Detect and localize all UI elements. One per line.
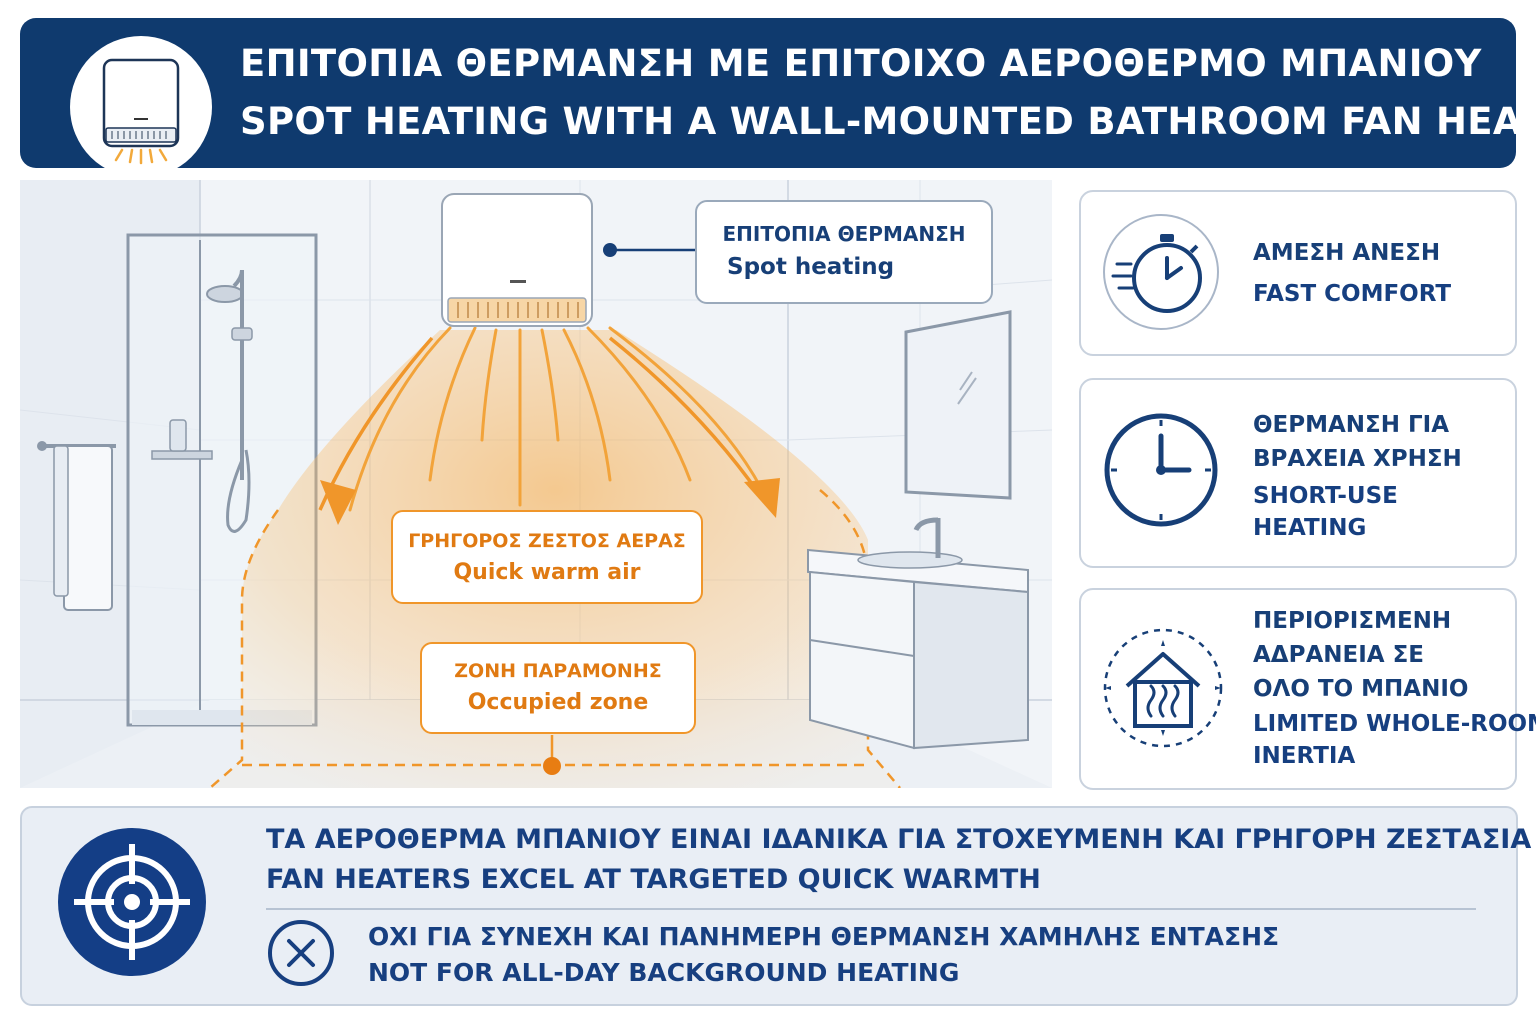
card-limited-inertia: ΠΕΡΙΟΡΙΣΜΕΝΗ ΑΔΡΑΝΕΙΑ ΣΕ ΟΛΟ ΤΟ ΜΠΑΝΙΟ L… (1079, 588, 1536, 790)
fan-heater-icon (70, 36, 212, 178)
card-inertia-english-2: INERTIA (1253, 743, 1356, 769)
summary-line2-greek: ΟΧΙ ΓΙΑ ΣΥΝΕΧΗ ΚΑΙ ΠΑΝΗΜΕΡΗ ΘΕΡΜΑΝΣΗ ΧΑΜ… (368, 922, 1280, 951)
card-inertia-greek-2: ΑΔΡΑΝΕΙΑ ΣΕ (1253, 642, 1425, 668)
summary-panel: ΤΑ ΑΕΡΟΘΕΡΜΑ ΜΠΑΝΙΟΥ ΕΙΝΑΙ ΙΔΑΝΙΚΑ ΓΙΑ Σ… (20, 806, 1531, 1006)
divider (266, 908, 1476, 910)
card-inertia-greek-3: ΟΛΟ ΤΟ ΜΠΑΝΙΟ (1253, 676, 1469, 702)
summary-line2-english: NOT FOR ALL-DAY BACKGROUND HEATING (368, 958, 960, 987)
spot-heating-callout: ΕΠΙΤΟΠΙΑ ΘΕΡΜΑΝΣΗ Spot heating (695, 200, 993, 304)
warm-air-label-english: Quick warm air (453, 560, 641, 585)
stopwatch-icon (1101, 212, 1221, 336)
clock-icon (1101, 410, 1221, 534)
bathroom-scene: ΕΠΙΤΟΠΙΑ ΘΕΡΜΑΝΣΗ Spot heating ΓΡΗΓΟΡΟΣ … (20, 180, 1052, 788)
card-short-use-greek-1: ΘΕΡΜΑΝΣΗ ΓΙΑ (1253, 412, 1450, 438)
occupied-zone-callout: ΖΟΝΗ ΠΑΡΑΜΟΝΗΣ Occupied zone (420, 642, 696, 734)
warm-air-label-greek: ΓΡΗΓΟΡΟΣ ΖΕΣΤΟΣ ΑΕΡΑΣ (408, 530, 686, 552)
card-short-use-english-1: SHORT-USE (1253, 483, 1398, 509)
card-fast-comfort: ΑΜΕΣΗ ΑΝΕΣΗ FAST COMFORT (1079, 190, 1517, 356)
target-icon (56, 826, 208, 982)
card-inertia-greek-1: ΠΕΡΙΟΡΙΣΜΕΝΗ (1253, 608, 1452, 634)
header-banner: ΕΠΙΤΟΠΙΑ ΘΕΡΜΑΝΣΗ ΜΕ ΕΠΙΤΟΙΧΟ ΑΕΡΟΘΕΡΜΟ … (20, 18, 1536, 178)
card-fast-comfort-greek: ΑΜΕΣΗ ΑΝΕΣΗ (1253, 240, 1441, 266)
card-inertia-english-1: LIMITED WHOLE-ROOM (1253, 711, 1536, 737)
page-title-english: SPOT HEATING WITH A WALL-MOUNTED BATHROO… (240, 100, 1536, 143)
warm-air-callout: ΓΡΗΓΟΡΟΣ ΖΕΣΤΟΣ ΑΕΡΑΣ Quick warm air (391, 510, 703, 604)
summary-line1-english: FAN HEATERS EXCEL AT TARGETED QUICK WARM… (266, 864, 1041, 895)
spot-heating-label-greek: ΕΠΙΤΟΠΙΑ ΘΕΡΜΑΝΣΗ (722, 222, 966, 246)
summary-line1-greek: ΤΑ ΑΕΡΟΘΕΡΜΑ ΜΠΑΝΙΟΥ ΕΙΝΑΙ ΙΔΑΝΙΚΑ ΓΙΑ Σ… (266, 824, 1532, 855)
occupied-zone-label-greek: ΖΟΝΗ ΠΑΡΑΜΟΝΗΣ (454, 660, 662, 682)
spot-heating-label-english: Spot heating (727, 254, 895, 280)
x-circle-icon (266, 918, 336, 992)
occupied-zone-label-english: Occupied zone (467, 690, 649, 715)
house-heat-icon (1101, 628, 1231, 752)
card-short-use: ΘΕΡΜΑΝΣΗ ΓΙΑ ΒΡΑΧΕΙΑ ΧΡΗΣΗ SHORT-USE HEA… (1079, 378, 1517, 568)
card-short-use-greek-2: ΒΡΑΧΕΙΑ ΧΡΗΣΗ (1253, 446, 1462, 472)
page-title-greek: ΕΠΙΤΟΠΙΑ ΘΕΡΜΑΝΣΗ ΜΕ ΕΠΙΤΟΙΧΟ ΑΕΡΟΘΕΡΜΟ … (240, 42, 1482, 85)
card-fast-comfort-english: FAST COMFORT (1253, 281, 1452, 307)
card-short-use-english-2: HEATING (1253, 515, 1367, 541)
